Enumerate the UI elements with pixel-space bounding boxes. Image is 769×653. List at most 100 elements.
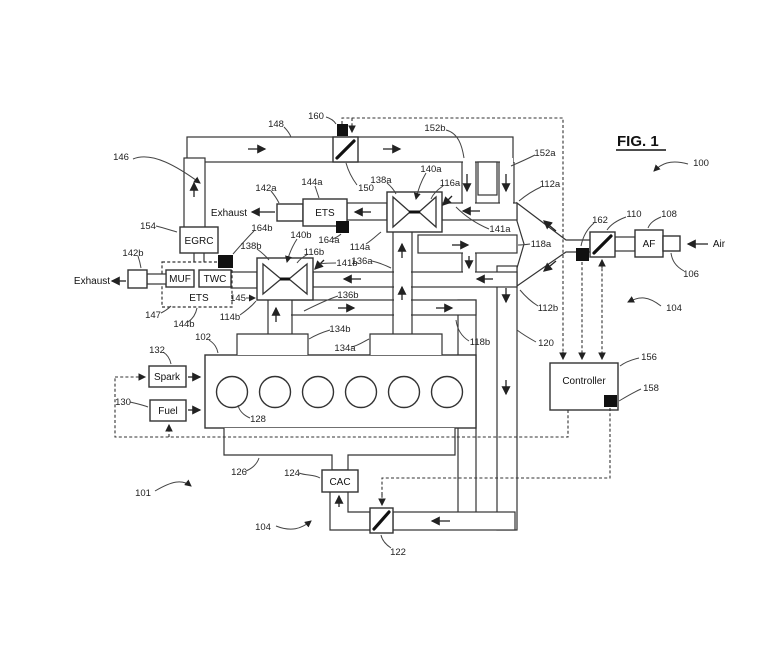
ref-162: 162 [592,215,608,226]
af-box [634,229,664,258]
valve-150 [332,136,359,163]
ref-108: 108 [661,209,677,220]
turbocharger-b [256,257,325,301]
controller-label: Controller [562,376,606,387]
ref-150: 150 [358,183,374,194]
air-inlet-box-106 [662,235,681,252]
pipe-turboB-downpipe [267,298,293,334]
pipe-muf-outlet [146,273,167,285]
ref-122: 122 [390,547,406,558]
box-labels: EGRC MUF TWC ETS ETS Spark Fuel CAC AF C… [74,208,726,488]
valve-110-throttle [589,231,616,258]
ref-140b: 140b [290,230,311,241]
ref-124: 124 [284,468,300,479]
ets-lower-label: ETS [189,293,209,304]
compressor-a-wheel [418,195,437,229]
cac-label: CAC [329,477,350,488]
pipe-air-fork [516,201,591,288]
ref-116a: 116a [440,178,461,189]
ref-118b: 118b [470,337,490,348]
ref-138a: 138a [370,175,392,186]
ref-164a: 164a [318,235,340,246]
muf-label: MUF [169,274,191,285]
ref-136b: 136b [337,290,358,301]
manifold-134a [369,333,443,355]
line-160-to-controller [341,117,564,358]
engine-cylinders [215,375,464,409]
pipe-126-funnel [223,428,456,471]
ref-152b: 152b [424,123,445,134]
wastegate-141a-arrow [442,195,453,206]
box-142a [276,203,304,222]
exhaust-lower-text: Exhaust [74,276,110,287]
ref-120: 120 [538,338,554,349]
sensor-162 [576,248,589,261]
egrc-label: EGRC [185,236,214,247]
ref-145: 145 [230,293,246,304]
ref-158: 158 [643,383,659,394]
ref-134a: 134a [334,343,356,354]
turbocharger-a [386,191,453,233]
air-text: Air [713,239,726,250]
ref-100: 100 [693,158,709,169]
pipe-120 [496,265,518,531]
egrc-box [179,226,219,254]
af-label: AF [643,239,656,250]
cac-box [321,469,359,493]
ref-148: 148 [268,119,284,130]
fuel-box [149,399,187,422]
valve-122 [369,507,394,534]
ref-142a: 142a [255,183,277,194]
pipe-af-throttle [614,236,636,252]
line-158-to-valve122 [381,408,611,498]
ref-154: 154 [140,221,156,232]
ref-132: 132 [149,345,165,356]
flow-arrows [110,144,708,526]
pipe-136a-row [417,234,518,254]
ref-141b: 141b [336,258,357,269]
ref-160: 160 [308,111,324,122]
ref-101: 101 [135,488,151,499]
cylinder [430,375,464,409]
ref-112b: 112b [538,303,558,314]
pipe-cac-valve [329,492,371,531]
ref-104-bottom: 104 [255,522,271,533]
pipe-152b-channel [461,158,477,204]
cylinder [344,375,378,409]
ref-126: 126 [231,467,247,478]
turbine-a-wheel [392,195,411,229]
figure-title: FIG. 1 [617,133,659,150]
cylinder [258,375,292,409]
ref-128: 128 [250,414,266,425]
line-controller-to-ignition [114,377,569,438]
leader-lines [129,116,689,549]
spark-label: Spark [154,372,181,383]
ref-130: 130 [115,397,131,408]
ref-110: 110 [626,209,641,220]
ref-164b: 164b [251,223,272,234]
control-lines [114,117,611,507]
sensor-164a [336,221,349,233]
controller-port-158 [604,395,617,407]
wastegate-141b-arrow [314,259,325,270]
ref-156: 156 [641,352,657,363]
ref-112a: 112a [540,179,561,190]
ets-upper-label: ETS [315,208,335,219]
turbine-b-wheel [262,262,283,296]
ref-102: 102 [195,332,211,343]
pipe-twc-turboB [230,271,258,289]
ref-104-right: 104 [666,303,682,314]
pipe-152a-stub [477,161,498,196]
ref-144a: 144a [301,177,323,188]
ref-136a: 136a [351,256,373,267]
ref-142b: 142b [122,248,143,259]
cylinder [301,375,335,409]
box-142b [127,269,148,289]
ref-118a: 118a [531,239,552,250]
ref-152a: 152a [534,148,556,159]
ref-106: 106 [683,269,699,280]
ref-134b: 134b [329,324,350,335]
twc-box [198,269,232,288]
figure-title-group: FIG. 1 [616,133,666,151]
